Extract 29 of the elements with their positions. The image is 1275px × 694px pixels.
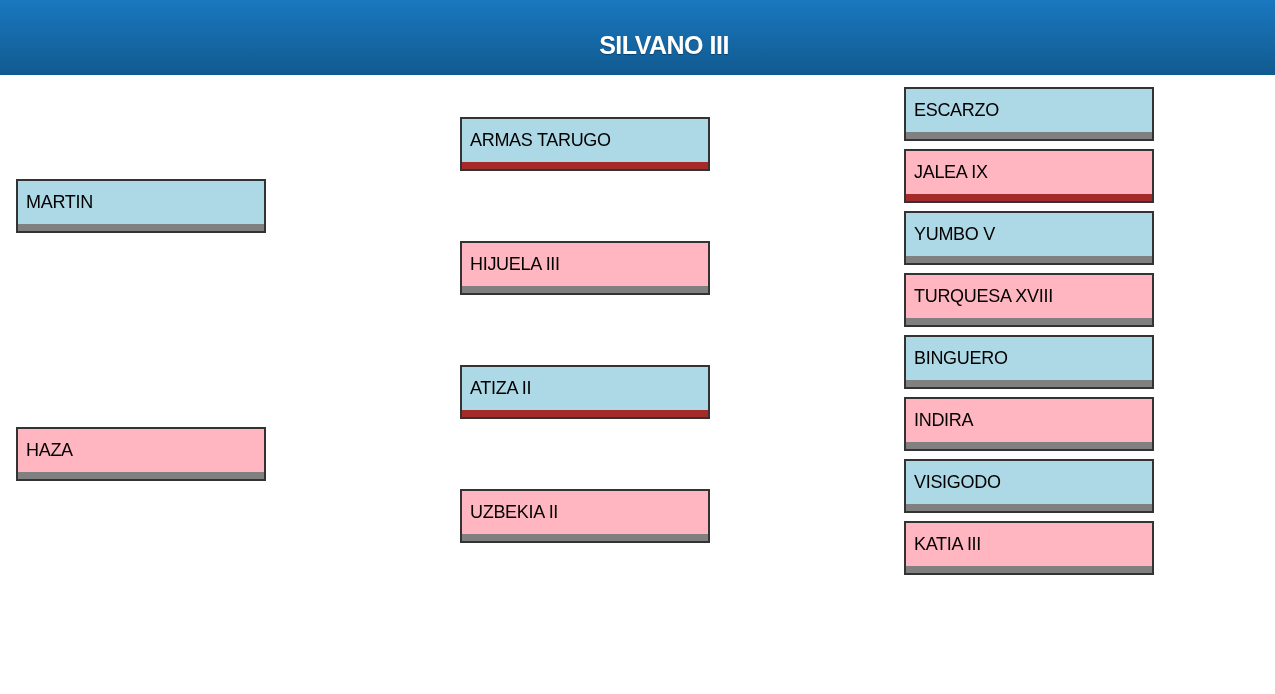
animal-name: MARTIN	[26, 192, 93, 213]
animal-name: YUMBO V	[914, 224, 995, 245]
pedigree-box	[904, 397, 1154, 451]
pedigree-box	[904, 149, 1154, 203]
pedigree-box	[460, 117, 710, 171]
animal-name: INDIRA	[914, 410, 974, 431]
pedigree-box	[904, 273, 1154, 327]
animal-name: KATIA III	[914, 534, 981, 555]
pedigree-box	[904, 335, 1154, 389]
animal-name: ARMAS TARUGO	[470, 130, 611, 151]
pedigree-box	[904, 211, 1154, 265]
chart-title: SILVANO III	[599, 30, 729, 60]
animal-name: BINGUERO	[914, 348, 1008, 369]
animal-name: HAZA	[26, 440, 73, 461]
animal-name: ESCARZO	[914, 100, 999, 121]
animal-name: ATIZA II	[470, 378, 532, 399]
pedigree-box	[460, 365, 710, 419]
animal-name: VISIGODO	[914, 472, 1001, 493]
pedigree-box	[16, 427, 266, 481]
pedigree-box	[904, 521, 1154, 575]
pedigree-box	[460, 241, 710, 295]
animal-name: HIJUELA III	[470, 254, 560, 275]
pedigree-box	[460, 489, 710, 543]
pedigree-box	[904, 459, 1154, 513]
animal-name: JALEA IX	[914, 162, 988, 183]
pedigree-box	[16, 179, 266, 233]
pedigree-box	[904, 87, 1154, 141]
animal-name: UZBEKIA II	[470, 502, 559, 523]
animal-name: TURQUESA XVIII	[914, 286, 1053, 307]
